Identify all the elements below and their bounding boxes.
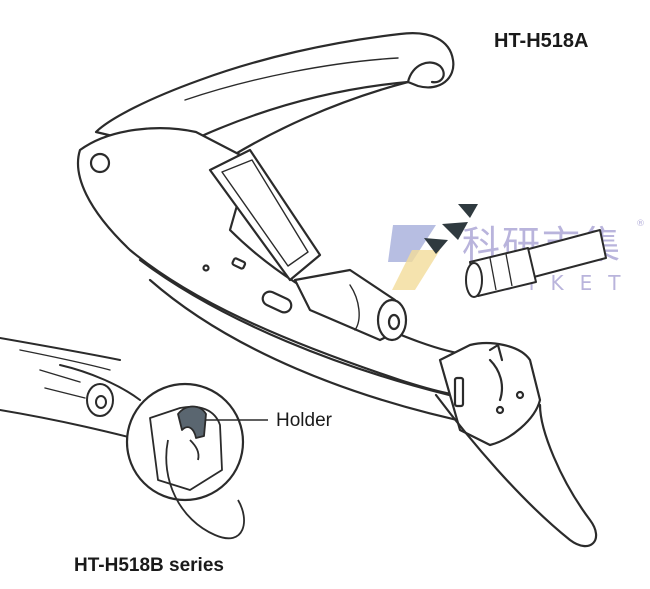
slot-large	[261, 290, 293, 314]
detail-holder	[177, 405, 207, 439]
watermark-blue-mark	[388, 225, 436, 262]
plunger-ring	[349, 284, 360, 331]
handle-hook	[406, 61, 445, 84]
ratchet-channel-inner	[221, 159, 309, 267]
connector-face	[465, 262, 483, 298]
ratchet-channel	[208, 148, 322, 282]
model-b-label: HT-H518B series	[74, 555, 224, 576]
slot-small	[231, 257, 247, 270]
rivet-small	[202, 264, 210, 272]
arrow-3	[424, 238, 448, 254]
watermark-registered: ®	[636, 219, 645, 229]
tool-b-body	[59, 364, 141, 401]
tool-b-die-bore	[95, 395, 107, 409]
jaw-slot	[488, 358, 504, 402]
tool-b-upper-edge	[0, 337, 121, 361]
body-slot-lower	[453, 376, 465, 408]
tool-b-inner-line	[19, 349, 111, 371]
arrow-1	[442, 222, 468, 240]
handle-groove	[184, 57, 399, 101]
detail-jaw-notch	[189, 439, 200, 461]
watermark-gold-mark	[392, 250, 440, 290]
jaw-rivet-2	[515, 390, 525, 400]
crimp-tool-main	[76, 32, 542, 447]
connector-ridge	[489, 253, 513, 291]
wire-spring-loop	[434, 393, 598, 548]
plunger-end	[376, 298, 408, 342]
tool-b-die	[86, 383, 114, 417]
holder-label: Holder	[276, 410, 333, 431]
model-a-label: HT-H518A	[494, 30, 588, 52]
plunger-bore	[387, 313, 401, 331]
detail-circle	[125, 382, 268, 540]
arrow-2	[458, 204, 478, 218]
insert-arrows	[424, 204, 478, 254]
tool-b-channel	[39, 369, 86, 399]
coax-connector	[465, 229, 607, 298]
pivot-hole	[89, 152, 111, 174]
jaw-rivet	[495, 405, 505, 415]
jaw-head	[438, 342, 542, 447]
detail-wire	[165, 439, 245, 540]
jaw-tab	[488, 343, 504, 362]
